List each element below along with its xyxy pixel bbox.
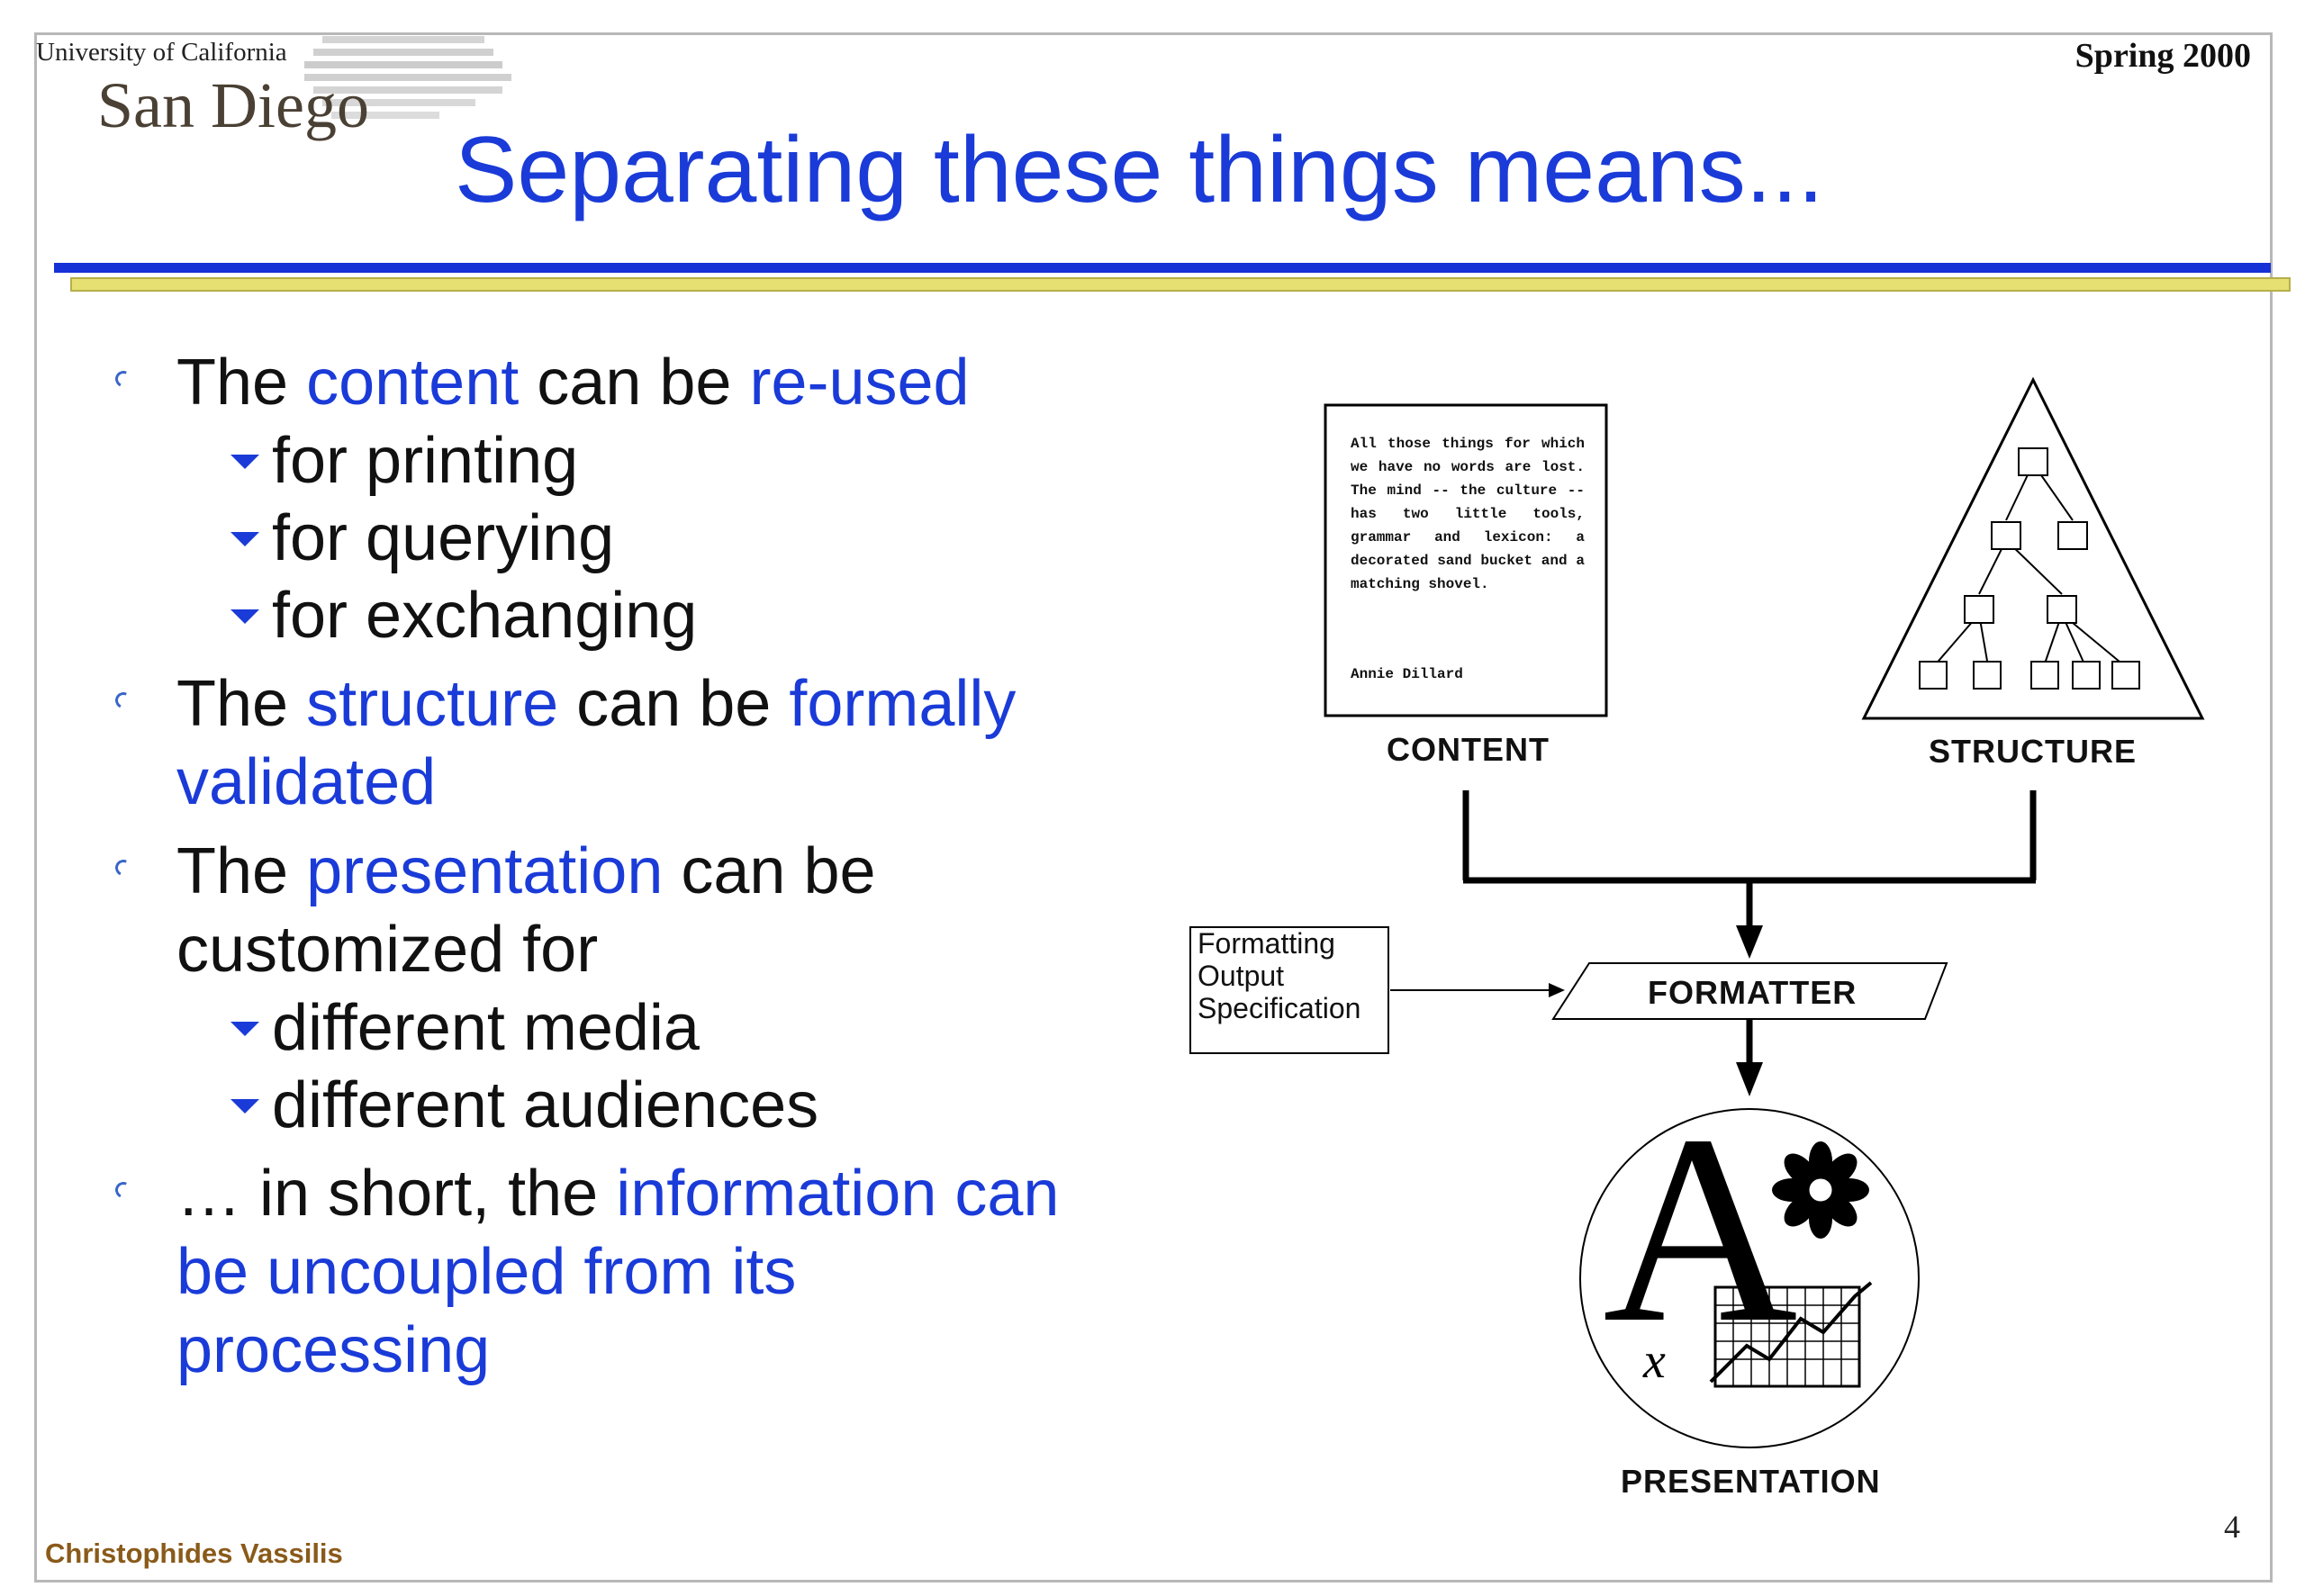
bullet-presentation: The presentation can be customized for [108, 833, 1116, 989]
structure-triangle [1861, 376, 2205, 720]
slide-date: Spring 2000 [2074, 37, 2251, 75]
tree-icon [1919, 447, 2140, 690]
bullet-information: … in short, the information can be uncou… [108, 1155, 1116, 1390]
logo-university: University of California [36, 38, 287, 67]
flow-connector [1462, 790, 2037, 1067]
highlight-formally-validated: formally validated [176, 668, 1017, 818]
triangle-bullet-icon [230, 455, 259, 469]
triangle-bullet-icon [230, 609, 259, 624]
content-label: CONTENT [1387, 731, 1550, 768]
sub-bullet: for querying [108, 500, 1116, 577]
content-document-signature: Annie Dillard [1351, 666, 1463, 682]
highlight-structure: structure [306, 668, 559, 740]
arrow-spec-icon [1549, 983, 1565, 997]
content-document-text: All those things for which we have no wo… [1351, 436, 1585, 592]
triangle-bullet-icon [230, 532, 259, 546]
slide-title: Separating these things means... [455, 118, 1824, 222]
bullet-structure: The structure can be formally validated [108, 665, 1116, 822]
title-rule-yellow [70, 277, 2291, 292]
arrow-to-presentation-icon [1736, 1062, 1763, 1096]
triangle-bullet-icon [230, 1022, 259, 1036]
diagram-graphics [1189, 376, 2205, 1448]
sub-bullet: for exchanging [108, 577, 1116, 654]
bullet-content: The content can be re-used [108, 344, 1116, 422]
presentation-letter-x: x [1643, 1333, 1666, 1389]
content-document-box [1324, 403, 1608, 717]
separation-diagram: All those things for which we have no wo… [1171, 369, 2251, 1539]
triangle-bullet-icon [230, 1099, 259, 1114]
chart-icon [1709, 1281, 1873, 1388]
page-number: 4 [2224, 1509, 2240, 1545]
sub-bullet: different media [108, 989, 1116, 1067]
formatter-label: FORMATTER [1648, 974, 1858, 1011]
ucsd-logo: University of California San Diego [34, 34, 511, 151]
slide-frame [34, 32, 2273, 1582]
formatter-box [1551, 962, 1948, 1020]
highlight-content: content [306, 347, 520, 419]
sub-bullet: for printing [108, 422, 1116, 500]
logo-san-diego: San Diego [97, 69, 369, 141]
sub-bullet: different audiences [108, 1067, 1116, 1144]
logo-stripes-icon [304, 36, 511, 119]
structure-label: STRUCTURE [1929, 733, 2137, 770]
ring-bullet-icon [113, 368, 134, 390]
spec-box [1189, 926, 1389, 1054]
presentation-label: PRESENTATION [1621, 1463, 1881, 1500]
highlight-information: information can be uncoupled from its pr… [176, 1158, 1060, 1386]
title-rule-blue [54, 263, 2271, 273]
ring-bullet-icon [113, 857, 134, 879]
arrow-to-formatter-icon [1736, 925, 1763, 959]
spec-label: Formatting Output Specification [1198, 927, 1361, 1024]
ring-bullet-icon [113, 690, 134, 711]
highlight-reused: re-used [749, 347, 970, 419]
presentation-letter-a: A [1603, 1079, 1798, 1378]
highlight-presentation: presentation [306, 835, 664, 907]
flower-icon [1772, 1141, 1869, 1239]
bullet-list: The content can be re-used for printing … [108, 333, 1116, 1390]
author-footer: Christophides Vassilis [45, 1537, 343, 1569]
ring-bullet-icon [113, 1179, 134, 1201]
